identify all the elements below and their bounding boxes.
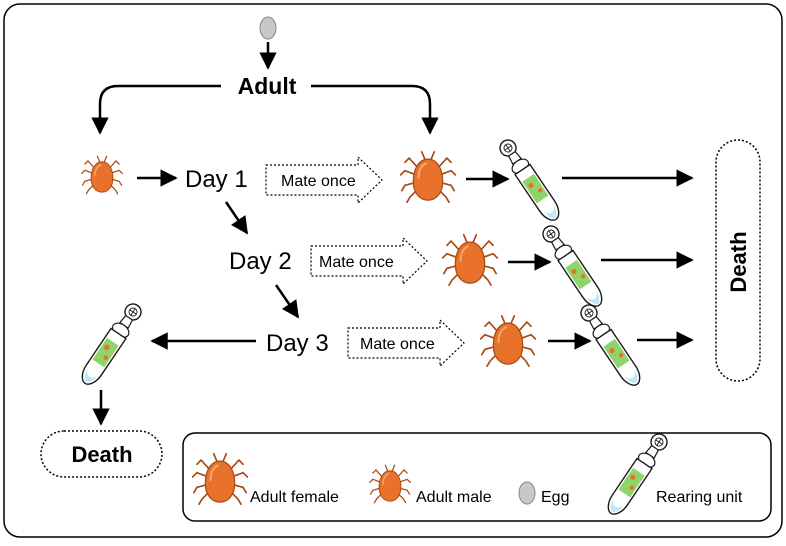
rearing-unit-icon-day1 (495, 135, 565, 226)
legend-egg-icon (518, 481, 536, 505)
arrow-adult-to-male (91, 84, 221, 135)
outer-frame (3, 3, 783, 538)
legend-female-label: Adult female (250, 489, 339, 506)
mate-label-day2: Mate once (319, 254, 394, 271)
legend-box (182, 432, 772, 522)
legend-egg-label: Egg (541, 489, 569, 506)
death-box-right (715, 139, 761, 382)
mate-label-day1: Mate once (281, 173, 356, 190)
legend-male-label: Adult male (416, 489, 492, 506)
mate-label-day3: Mate once (360, 336, 435, 353)
rearing-unit-icon-left (76, 299, 146, 390)
adult-female-icon-day1 (399, 150, 457, 204)
mate-arrow-day2 (310, 236, 428, 286)
adult-female-icon-day3 (479, 314, 537, 368)
day3-label: Day 3 (266, 330, 329, 357)
adult-female-icon-day2 (441, 233, 499, 287)
mate-arrow-day1 (265, 155, 383, 205)
mate-arrow-day3 (347, 318, 465, 368)
arrow-day2-to-day3 (274, 284, 300, 319)
day2-label: Day 2 (229, 248, 292, 275)
rearing-unit-icon-day3 (576, 300, 646, 391)
legend-rearing-label: Rearing unit (656, 489, 743, 506)
adult-label: Adult (238, 73, 297, 99)
egg-icon (259, 16, 277, 40)
rearing-unit-icon-day2 (538, 221, 608, 312)
death-label-left: Death (71, 442, 132, 467)
death-label-right: Death (726, 231, 751, 292)
arrow-day1-to-day2 (224, 201, 249, 235)
adult-male-icon (80, 155, 124, 195)
arrow-adult-to-female (311, 84, 439, 135)
death-box-left (40, 430, 163, 478)
day1-label: Day 1 (185, 166, 248, 193)
